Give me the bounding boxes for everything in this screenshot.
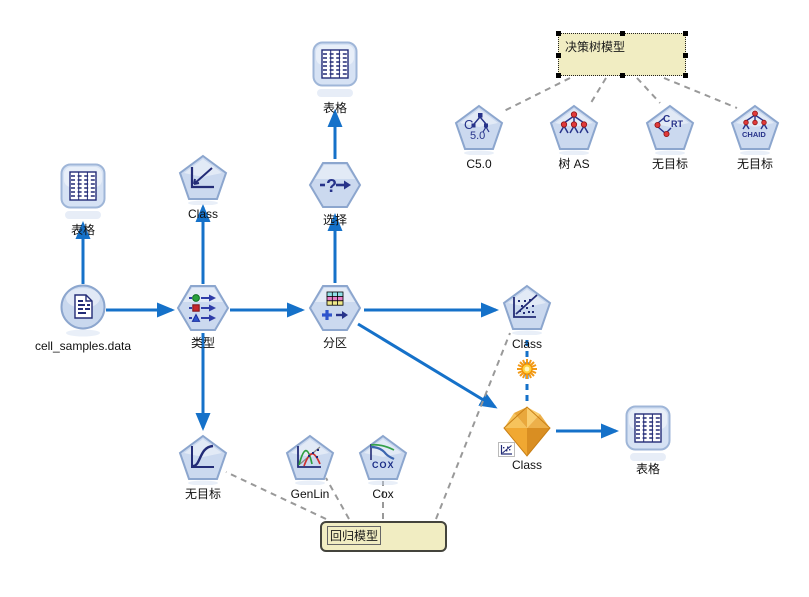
node-label: 表格 bbox=[70, 223, 95, 237]
svg-text:RT: RT bbox=[671, 119, 683, 129]
node-c50[interactable]: C 5.0 C5.0 bbox=[419, 103, 539, 171]
node-partition[interactable]: 分区 bbox=[275, 284, 395, 350]
node-label: C5.0 bbox=[466, 157, 492, 171]
node-scatter-class[interactable]: Class bbox=[467, 283, 587, 351]
comment-link-to-genlin bbox=[325, 477, 350, 520]
node-label: GenLin bbox=[290, 487, 330, 501]
node-no-target-chaid[interactable]: CHAID 无目标 bbox=[695, 103, 809, 171]
node-label: 选择 bbox=[322, 213, 347, 227]
svg-text:COX: COX bbox=[372, 460, 395, 470]
node-type[interactable]: 类型 bbox=[143, 284, 263, 350]
selection-handle[interactable] bbox=[683, 53, 688, 58]
tree-as-icon bbox=[549, 104, 599, 155]
comment-text: 决策树模型 bbox=[565, 40, 626, 54]
model-refresh-star-icon bbox=[516, 358, 538, 385]
node-label: Class bbox=[187, 207, 218, 221]
crt-tree-icon: C RT bbox=[645, 104, 695, 155]
node-genlin[interactable]: GenLin bbox=[250, 433, 370, 501]
comment-link-to-c50 bbox=[501, 77, 571, 113]
node-label: Class bbox=[511, 458, 542, 472]
selection-handle[interactable] bbox=[556, 53, 561, 58]
node-tree-as[interactable]: 树 AS bbox=[514, 103, 634, 171]
svg-text:5.0: 5.0 bbox=[470, 130, 485, 142]
type-icon bbox=[176, 285, 230, 331]
comment-link-to-tree-as bbox=[588, 77, 607, 107]
node-cox[interactable]: COX Cox bbox=[323, 433, 443, 501]
node-label: 无目标 bbox=[184, 487, 221, 501]
selection-handle[interactable] bbox=[683, 31, 688, 36]
node-table-top[interactable]: 表格 bbox=[275, 41, 395, 115]
edge-partition-to-nugget[interactable] bbox=[357, 322, 498, 409]
svg-text:C: C bbox=[464, 117, 473, 132]
genlin-icon bbox=[285, 434, 335, 485]
node-label: 类型 bbox=[190, 336, 215, 350]
comment-link-to-chaid bbox=[663, 77, 738, 109]
selection-handle[interactable] bbox=[556, 31, 561, 36]
logistic-curve-icon bbox=[178, 434, 228, 485]
node-select[interactable]: ? 选择 bbox=[275, 161, 395, 227]
scatter-plot-icon bbox=[502, 284, 552, 335]
comment-decision-tree[interactable]: 决策树模型 bbox=[556, 31, 688, 78]
comment-text: 回归模型 bbox=[327, 526, 382, 545]
svg-text:C: C bbox=[663, 114, 670, 125]
comment-regression[interactable]: 回归模型 bbox=[320, 521, 447, 552]
svg-text:?: ? bbox=[326, 176, 337, 196]
node-no-target-logistic[interactable]: 无目标 bbox=[143, 433, 263, 501]
selection-handle[interactable] bbox=[683, 73, 688, 78]
selection-handle[interactable] bbox=[620, 31, 625, 36]
comment-link-to-scatter bbox=[435, 332, 511, 520]
table-icon bbox=[60, 163, 106, 219]
node-nugget-class[interactable]: Class bbox=[467, 402, 587, 472]
comment-link-to-logistic bbox=[225, 471, 327, 520]
selection-handle[interactable] bbox=[620, 73, 625, 78]
document-icon bbox=[60, 284, 106, 337]
model-nugget-icon bbox=[498, 406, 551, 457]
node-label: 表格 bbox=[322, 101, 347, 115]
node-plot-class[interactable]: Class bbox=[143, 153, 263, 221]
comment-link-to-crt bbox=[636, 77, 661, 104]
node-label: 无目标 bbox=[651, 157, 688, 171]
node-table-right[interactable]: 表格 bbox=[588, 405, 708, 476]
selection-handle[interactable] bbox=[556, 73, 561, 78]
select-icon: ? bbox=[308, 162, 362, 208]
c50-tree-icon: C 5.0 bbox=[454, 104, 504, 155]
partition-icon bbox=[308, 285, 362, 331]
cox-icon: COX bbox=[358, 434, 408, 485]
node-label: 表格 bbox=[635, 462, 660, 476]
node-label: 无目标 bbox=[736, 157, 773, 171]
node-label: cell_samples.data bbox=[34, 339, 132, 353]
node-label: Class bbox=[511, 337, 542, 351]
node-label: 树 AS bbox=[558, 157, 590, 171]
chaid-tree-icon: CHAID bbox=[730, 104, 780, 155]
node-table-left[interactable]: 表格 bbox=[23, 163, 143, 237]
table-icon bbox=[625, 405, 671, 461]
node-source[interactable]: cell_samples.data bbox=[23, 283, 143, 353]
node-no-target-crt[interactable]: C RT 无目标 bbox=[610, 103, 730, 171]
node-label: Cox bbox=[372, 487, 394, 501]
plot-icon bbox=[178, 154, 228, 205]
svg-text:CHAID: CHAID bbox=[742, 130, 766, 139]
table-icon bbox=[312, 41, 358, 97]
node-label: 分区 bbox=[322, 336, 347, 350]
